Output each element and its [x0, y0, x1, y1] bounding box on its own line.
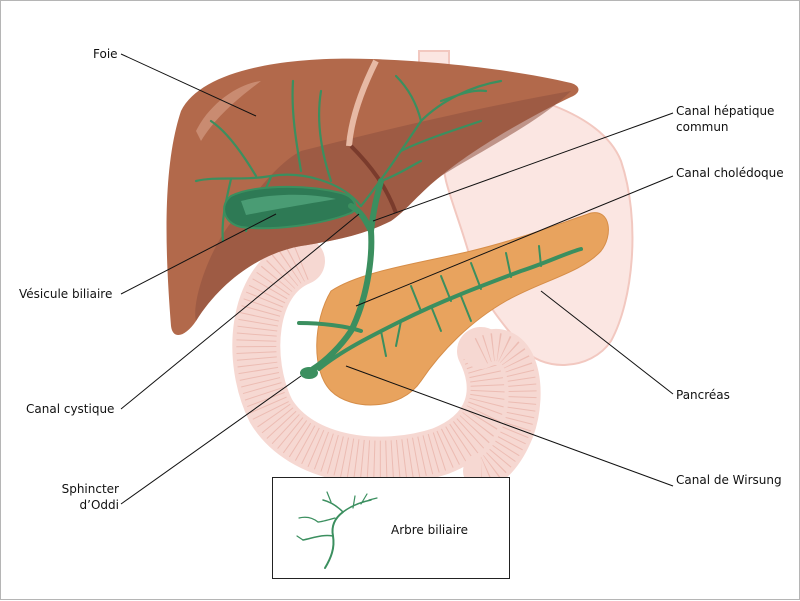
label-canal-hepatique-line2: commun [676, 119, 729, 135]
label-canal-cystique: Canal cystique [26, 401, 114, 417]
label-canal-hepatique-line1: Canal hépatique [676, 103, 774, 119]
label-pancreas: Pancréas [676, 387, 730, 403]
label-vesicule-biliaire: Vésicule biliaire [19, 286, 112, 302]
label-sphincter-line2: d’Oddi [41, 497, 119, 513]
legend-label: Arbre biliaire [391, 523, 468, 537]
label-canal-choledoque: Canal cholédoque [676, 165, 784, 181]
label-canal-wirsung: Canal de Wirsung [676, 472, 782, 488]
ampulla-shape [300, 367, 318, 379]
legend-box: Arbre biliaire [272, 477, 510, 579]
label-foie: Foie [93, 46, 118, 62]
label-sphincter-line1: Sphincter [41, 481, 119, 497]
